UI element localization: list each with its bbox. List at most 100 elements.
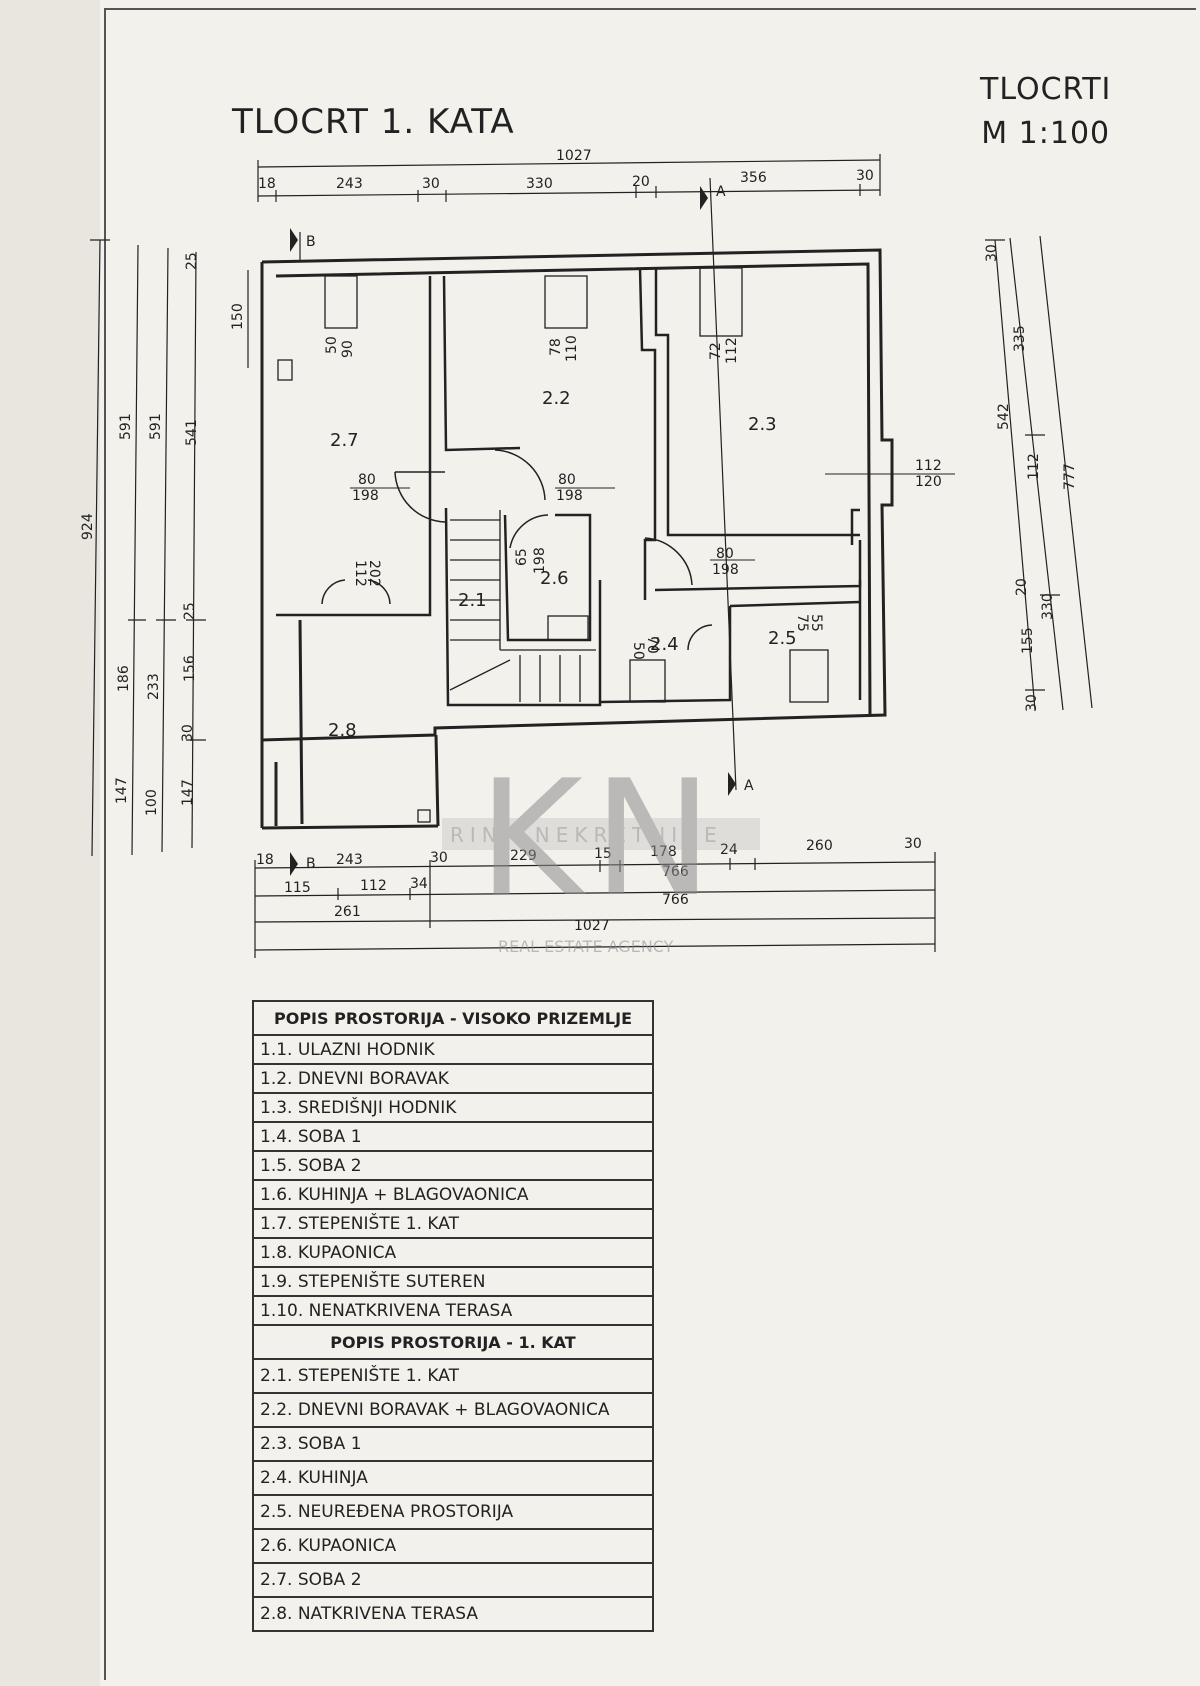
legend-item: 2.2. DNEVNI BORAVAK + BLAGOVAONICA: [252, 1392, 654, 1428]
plan-title: TLOCRT 1. KATA: [232, 102, 515, 142]
window-22-height: 110: [564, 335, 580, 362]
left-c3-1: 25: [184, 252, 200, 270]
bottom-r1-1: 18: [256, 852, 274, 868]
legend-first-heading: POPIS PROSTORIJA - 1. KAT: [252, 1324, 654, 1360]
section-marks: B B A A: [290, 184, 754, 876]
agency-watermark: KN RINA NEKRETNINE REAL ESTATE AGENCY: [442, 745, 760, 956]
right-c1-1: 542: [996, 403, 1012, 430]
legend-item: 2.7. SOBA 2: [252, 1562, 654, 1598]
bottom-r1-5: 15: [594, 846, 612, 862]
top-seg-1: 18: [258, 176, 276, 192]
left-c2-1: 591: [148, 413, 164, 440]
legend-item: 1.4. SOBA 1: [252, 1121, 654, 1152]
legend-item: 1.5. SOBA 2: [252, 1150, 654, 1181]
window-27-height: 90: [340, 340, 356, 358]
floor-plan-drawing: B B A A 2.7 2.2 2.3 2.1 2.6 2.4 2.5 2.8 …: [80, 148, 1093, 958]
bottom-r1-8: 260: [806, 838, 833, 854]
legend-item: 2.4. KUHINJA: [252, 1460, 654, 1496]
room-label-2-2: 2.2: [542, 388, 571, 409]
left-c3-2: 541: [184, 419, 200, 446]
legend-item: 1.2. DNEVNI BORAVAK: [252, 1063, 654, 1094]
legend-item: 2.3. SOBA 1: [252, 1426, 654, 1462]
top-seg-4: 330: [526, 176, 553, 192]
window-23-height: 112: [724, 337, 740, 364]
bottom-r2-3: 34: [410, 876, 428, 892]
right-c1-2: 20: [1014, 578, 1030, 596]
window-23-width: 72: [708, 342, 724, 360]
right-c1-3: 155: [1020, 627, 1036, 654]
scale-label: M 1:100: [981, 116, 1111, 151]
watermark-name: RINA NEKRETNINE: [450, 823, 723, 847]
window-25-height: 75: [794, 614, 810, 632]
bottom-r1-4: 229: [510, 848, 537, 864]
top-dimension-lines: [257, 154, 881, 202]
room-label-2-8: 2.8: [328, 720, 357, 741]
left-c1-2: 186: [116, 665, 132, 692]
bottom-r1-9: 30: [904, 836, 922, 852]
top-seg-6: 356: [740, 170, 767, 186]
top-dimension-texts: 1027 18 243 30 330 20 356 30: [258, 148, 874, 192]
window-24-height: 70: [644, 636, 660, 654]
interior-walls: [276, 267, 862, 707]
right-c2-1: 30: [984, 244, 1000, 262]
staircase: [449, 510, 596, 702]
room-list-table: POPIS PROSTORIJA - VISOKO PRIZEMLJE 1.1.…: [252, 1000, 654, 1632]
legend-item: 2.8. NATKRIVENA TERASA: [252, 1596, 654, 1632]
adjacent-sheet: [0, 0, 100, 1686]
section-arrow-a-bottom: [728, 772, 736, 796]
section-line-a: [709, 177, 737, 791]
opening-annotations: 50 90 78 110 72 112 112 120 80 198 80 19…: [324, 335, 942, 660]
door-22-height: 198: [556, 488, 583, 504]
legend-item: 1.7. STEPENIŠTE 1. KAT: [252, 1208, 654, 1239]
room-label-2-7: 2.7: [330, 430, 359, 451]
section-arrow-a-top: [700, 186, 708, 210]
sheet-frame: [104, 8, 1196, 1680]
watermark-tagline: REAL ESTATE AGENCY: [498, 937, 674, 956]
door-22-width: 80: [558, 472, 576, 488]
left-c3-6: 147: [180, 779, 196, 806]
window-27-width: 50: [324, 336, 340, 354]
right-total: 777: [1062, 463, 1078, 490]
bottom-r3-2: 766: [662, 892, 689, 908]
bottom-r3-1: 261: [334, 904, 361, 920]
section-arrow-b-top: [290, 228, 298, 252]
bottom-total: 1027: [574, 918, 610, 934]
bottom-r2-1: 115: [284, 880, 311, 896]
legend-item: 1.10. NENATKRIVENA TERASA: [252, 1295, 654, 1326]
door-swings: [321, 449, 713, 651]
bottom-r1-7: 24: [720, 842, 738, 858]
section-label-a-bottom: A: [744, 778, 754, 794]
legend-item: 2.6. KUPAONICA: [252, 1528, 654, 1564]
right-c2-4: 330: [1040, 593, 1056, 620]
left-total: 924: [80, 513, 96, 540]
legend-item: 2.5. NEUREĐENA PROSTORIJA: [252, 1494, 654, 1530]
right-dimension-texts: 542 20 155 30 30 335 112 330 777: [984, 244, 1078, 712]
legend-item: 1.8. KUPAONICA: [252, 1237, 654, 1268]
watermark-logo: KN: [478, 745, 723, 932]
left-dimension-texts: 924 591 186 147 591 233 100 25 541 25 15…: [80, 252, 246, 816]
section-label-a-top: A: [716, 184, 726, 200]
room-label-2-5: 2.5: [768, 628, 797, 649]
door-28-width: 112: [352, 560, 368, 587]
door-27-height: 198: [352, 488, 379, 504]
outer-walls: [260, 248, 894, 830]
legend-item: 1.3. SREDIŠNJI HODNIK: [252, 1092, 654, 1123]
bottom-r1-3: 30: [430, 850, 448, 866]
legend-ground-heading: POPIS PROSTORIJA - VISOKO PRIZEMLJE: [252, 1000, 654, 1036]
top-seg-7: 30: [856, 168, 874, 184]
right-c2-2: 335: [1012, 325, 1028, 352]
door-26-width: 65: [514, 548, 530, 566]
room-label-2-3: 2.3: [748, 414, 777, 435]
top-total: 1027: [556, 148, 592, 164]
window-23-side-width: 112: [915, 458, 942, 474]
fraction-lines: [350, 473, 955, 561]
window-22-width: 78: [548, 338, 564, 356]
bottom-r2-2: 112: [360, 878, 387, 894]
right-dimension-lines: [985, 235, 1093, 711]
left-c2-2: 233: [146, 673, 162, 700]
scale-block: TLOCRTI M 1:100: [980, 68, 1111, 156]
left-c1-1: 591: [118, 413, 134, 440]
bottom-r1-2: 243: [336, 852, 363, 868]
right-c1-4: 30: [1024, 694, 1040, 712]
bottom-r2-4: 766: [662, 864, 689, 880]
